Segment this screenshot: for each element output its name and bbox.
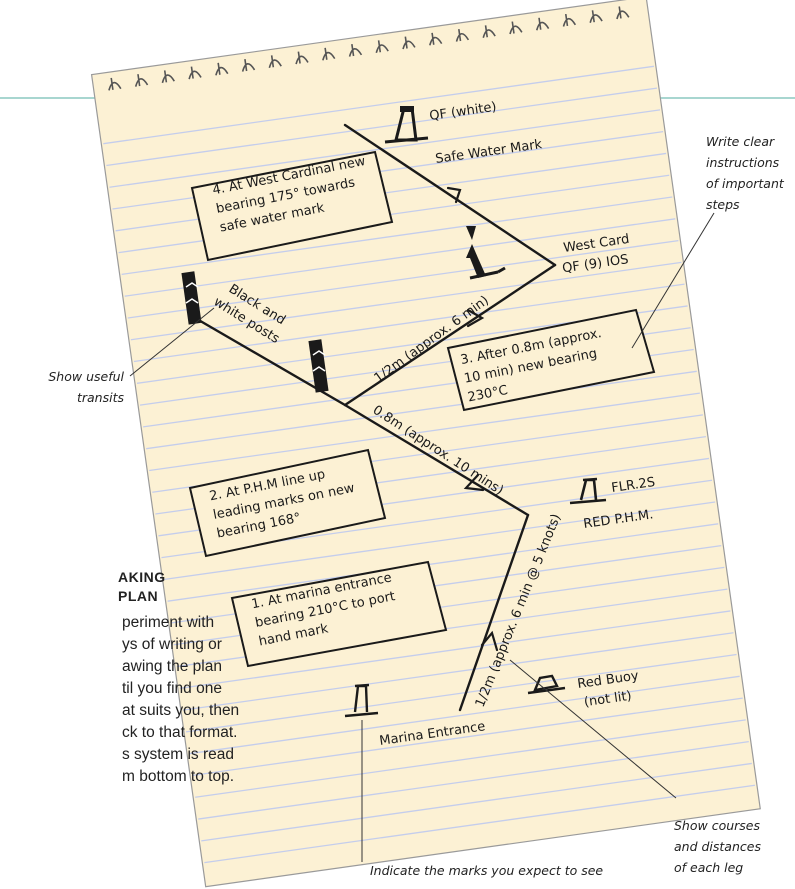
callout-write-clear-line-2: instructions [706, 155, 780, 170]
callout-write-clear-line-4: steps [706, 197, 740, 212]
callout-leader-courses [509, 659, 677, 799]
sidebar-title: AKING PLAN [118, 568, 200, 606]
callout-indicate: Indicate the marks you expect to see [370, 863, 603, 878]
marina-entrance-mark-icon [344, 683, 379, 718]
callout-write-clear-line-3: of important [706, 176, 785, 191]
rule-line [130, 261, 682, 341]
spiral-ring [241, 59, 256, 72]
spiral-ring [108, 77, 122, 91]
callout-leader-transits [129, 307, 215, 377]
rule-line [198, 741, 749, 820]
spiral-ring [215, 62, 229, 76]
rule-line [109, 109, 661, 188]
rule-line [149, 392, 700, 472]
spiral-ring [375, 40, 389, 54]
course-line-up [343, 263, 557, 407]
flr-label: FLR.2S [610, 475, 656, 496]
spiral-ring [535, 17, 550, 31]
spiral-ring [562, 13, 577, 27]
leading-post-lower [308, 339, 329, 393]
rule-line [103, 65, 654, 145]
sidebar-body-line: periment with [122, 614, 215, 631]
rule-line [164, 501, 716, 581]
spiral-ring [268, 55, 282, 69]
rule-line [127, 239, 679, 319]
spiral-ring [429, 32, 443, 46]
notepad-rule-lines [103, 65, 756, 864]
spiral-ring [509, 21, 523, 35]
callout-courses-line-2: and distances [674, 839, 761, 854]
rule-line [192, 697, 743, 777]
west-cardinal-icon [466, 226, 506, 280]
instruction-box-3: 3. After 0.8m (approx.10 min) new bearin… [446, 308, 656, 412]
rule-line [188, 675, 740, 755]
notepad-spiral [108, 6, 630, 91]
arrow-up-leg [466, 308, 485, 328]
spiral-ring [161, 70, 175, 84]
sidebar-body-line: til you find one [122, 680, 222, 697]
callout-leader-write-clear [631, 212, 715, 349]
callout-courses-line-1: Show courses [674, 818, 760, 833]
rule-line [106, 87, 658, 167]
sidebar-body-line: m bottom to top. [122, 768, 234, 785]
rule-line [201, 762, 752, 842]
callout-write-clear-line-1: Write clear [706, 134, 775, 149]
sidebar-body: periment with ys of writing or awing the… [0, 612, 240, 788]
callout-transits-line-2: transits [77, 390, 125, 405]
spiral-ring [589, 10, 603, 23]
rule-line [167, 523, 719, 602]
arrow-top-leg [446, 186, 462, 204]
course-line-top [343, 123, 557, 267]
course-lines [188, 123, 557, 712]
spiral-ring [616, 6, 630, 20]
rule-line [121, 196, 673, 276]
spiral-ring [188, 66, 202, 80]
rule-line [179, 610, 731, 689]
callout-transits-line-1: Show useful [48, 369, 124, 384]
sidebar-title-line-1: AKING [118, 569, 166, 585]
rule-line [195, 719, 746, 798]
spiral-ring [482, 25, 496, 38]
spiral-ring [134, 74, 149, 87]
spiral-ring [455, 28, 470, 42]
sidebar-body-line: ck to that format. [122, 724, 238, 741]
course-line-bottom [458, 513, 530, 712]
spiral-ring [402, 36, 416, 50]
direction-arrows [446, 186, 499, 652]
callout-courses-line-3: of each leg [674, 860, 743, 875]
rule-line [124, 218, 676, 297]
sidebar-title-line-2: PLAN [118, 588, 159, 604]
safe-water-mark-icon [384, 106, 429, 144]
arrow-middle-leg [463, 473, 485, 492]
sidebar-body-line: awing the plan [122, 658, 222, 675]
rule-line [185, 653, 737, 733]
rule-line [204, 784, 756, 864]
leading-post-upper [181, 271, 202, 325]
sidebar-body-line: s system is read [122, 746, 234, 763]
spiral-ring [295, 51, 309, 65]
rule-line [146, 370, 697, 450]
arrow-bottom-leg [480, 630, 499, 652]
callout-courses: Show courses and distances of each leg [674, 818, 761, 875]
sidebar-body-line: ys of writing or [122, 636, 222, 653]
spiral-ring [348, 44, 363, 57]
spiral-ring [322, 47, 336, 61]
rule-line [182, 632, 734, 711]
red-buoy-line-2: (not lit) [583, 689, 633, 711]
port-hand-mark-icon [569, 477, 607, 505]
callout-transits: Show useful transits [48, 369, 124, 405]
rule-line [133, 283, 685, 363]
sidebar-article: AKING PLAN periment with ys of writing o… [0, 568, 240, 788]
callout-write-clear: Write clear instructions of important steps [706, 134, 785, 212]
sidebar-body-line: at suits you, then [122, 702, 240, 719]
